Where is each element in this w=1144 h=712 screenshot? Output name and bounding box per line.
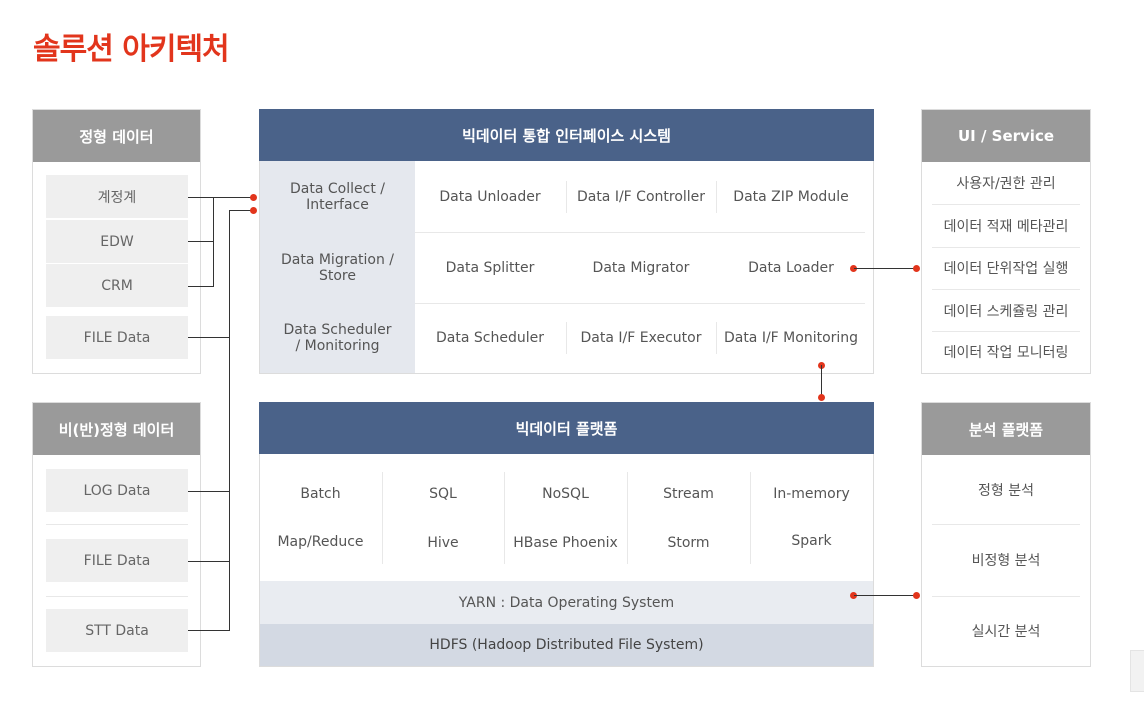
connector-line bbox=[854, 268, 916, 269]
source-item-file-data-2: FILE Data bbox=[46, 539, 188, 582]
row-label-scheduler: Data Scheduler / Monitoring bbox=[260, 303, 415, 373]
service-user-permission: 사용자/권한 관리 bbox=[956, 176, 1056, 192]
yarn-layer: YARN : Data Operating System bbox=[260, 581, 873, 624]
analysis-structured: 정형 분석 bbox=[978, 483, 1034, 499]
source-item-log-data: LOG Data bbox=[46, 469, 188, 512]
module-data-unloader: Data Unloader bbox=[439, 188, 541, 205]
divider bbox=[932, 524, 1080, 525]
divider bbox=[750, 472, 751, 564]
platform-header: 빅데이터 플랫폼 bbox=[259, 402, 874, 454]
ui-service-panel: UI / Service bbox=[921, 109, 1091, 374]
connector-line bbox=[213, 197, 214, 287]
divider bbox=[716, 322, 717, 354]
divider bbox=[415, 303, 865, 304]
module-data-scheduler: Data Scheduler bbox=[436, 330, 544, 346]
platform-in-memory: In-memory bbox=[773, 486, 850, 502]
page-title: 솔루션 아키텍처 bbox=[33, 32, 230, 67]
connector-line bbox=[188, 630, 230, 631]
module-data-if-controller: Data I/F Controller bbox=[576, 188, 706, 205]
analysis-unstructured: 비정형 분석 bbox=[971, 553, 1041, 569]
module-data-splitter: Data Splitter bbox=[445, 259, 535, 276]
analysis-header: 분석 플랫폼 bbox=[922, 403, 1090, 455]
divider bbox=[627, 472, 628, 564]
connector-dot bbox=[850, 265, 857, 272]
scroll-top-button[interactable] bbox=[1130, 650, 1144, 692]
connector-dot bbox=[913, 592, 920, 599]
divider bbox=[932, 247, 1080, 248]
platform-mapreduce: Map/Reduce bbox=[277, 534, 364, 550]
platform-hive: Hive bbox=[427, 535, 459, 551]
module-data-if-executor: Data I/F Executor bbox=[580, 330, 702, 346]
divider bbox=[46, 596, 188, 597]
divider bbox=[716, 181, 717, 213]
row-label-collect: Data Collect / Interface bbox=[260, 161, 415, 232]
connector-dot bbox=[250, 194, 257, 201]
divider bbox=[46, 524, 188, 525]
row-label-migration: Data Migration / Store bbox=[260, 232, 415, 303]
platform-nosql: NoSQL bbox=[542, 486, 589, 502]
module-data-migrator: Data Migrator bbox=[592, 259, 690, 276]
divider bbox=[415, 232, 865, 233]
service-scheduling: 데이터 스케쥴링 관리 bbox=[943, 304, 1069, 320]
divider bbox=[504, 472, 505, 564]
divider bbox=[932, 596, 1080, 597]
analysis-realtime: 실시간 분석 bbox=[971, 624, 1041, 640]
module-data-if-monitoring: Data I/F Monitoring bbox=[723, 330, 859, 346]
platform-hbase-phoenix: HBase Phoenix bbox=[513, 535, 618, 551]
divider bbox=[566, 181, 567, 213]
interface-system-header: 빅데이터 통합 인터페이스 시스템 bbox=[259, 109, 874, 161]
divider bbox=[932, 204, 1080, 205]
divider bbox=[932, 289, 1080, 290]
connector-line bbox=[188, 241, 214, 242]
platform-stream: Stream bbox=[663, 486, 714, 502]
source-item-stt-data: STT Data bbox=[46, 609, 188, 652]
ui-service-header: UI / Service bbox=[922, 110, 1090, 162]
structured-data-header: 정형 데이터 bbox=[33, 110, 200, 162]
platform-storm: Storm bbox=[667, 535, 710, 551]
platform-sql: SQL bbox=[429, 486, 457, 502]
analysis-panel: 분석 플랫폼 bbox=[921, 402, 1091, 667]
service-job-monitoring: 데이터 작업 모니터링 bbox=[943, 345, 1069, 361]
connector-line bbox=[229, 210, 254, 211]
source-item-crm: CRM bbox=[46, 264, 188, 307]
connector-dot bbox=[913, 265, 920, 272]
platform-batch: Batch bbox=[300, 486, 341, 502]
divider bbox=[382, 472, 383, 564]
connector-line bbox=[188, 286, 214, 287]
connector-line bbox=[188, 561, 230, 562]
service-unit-job-run: 데이터 단위작업 실행 bbox=[943, 261, 1069, 277]
source-item-edw: EDW bbox=[46, 220, 188, 263]
connector-line bbox=[854, 595, 916, 596]
connector-line bbox=[188, 197, 214, 198]
source-item-file-data: FILE Data bbox=[46, 316, 188, 359]
platform-spark: Spark bbox=[791, 533, 832, 549]
connector-dot bbox=[850, 592, 857, 599]
semi-structured-data-header: 비(반)정형 데이터 bbox=[33, 403, 200, 455]
source-item-core-banking: 계정계 bbox=[46, 175, 188, 218]
connector-line bbox=[821, 365, 822, 397]
hdfs-layer: HDFS (Hadoop Distributed File System) bbox=[260, 624, 873, 666]
connector-line bbox=[229, 210, 230, 631]
divider bbox=[566, 322, 567, 354]
service-load-meta: 데이터 적재 메타관리 bbox=[943, 219, 1069, 235]
connector-dot bbox=[818, 394, 825, 401]
connector-dot bbox=[250, 207, 257, 214]
module-data-loader: Data Loader bbox=[748, 259, 834, 276]
module-data-zip: Data ZIP Module bbox=[733, 188, 849, 205]
connector-line bbox=[213, 197, 254, 198]
connector-line bbox=[188, 491, 230, 492]
divider bbox=[932, 331, 1080, 332]
connector-line bbox=[188, 337, 230, 338]
